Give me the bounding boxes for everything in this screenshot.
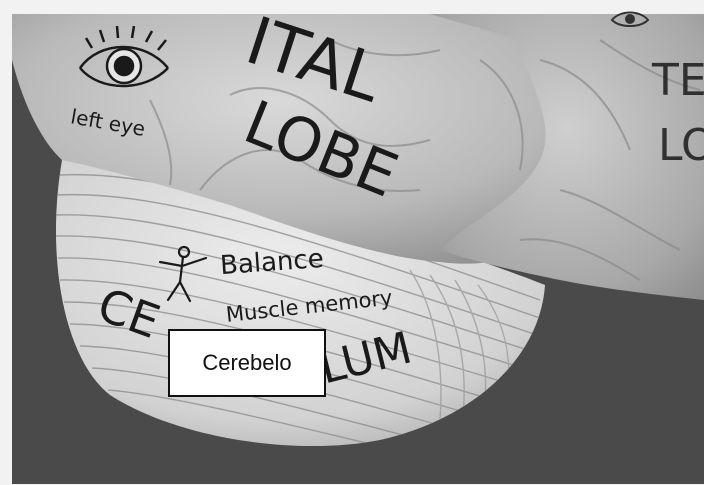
label-box-cerebelo: Cerebelo — [168, 329, 326, 397]
right-lobe-text-top: TE — [651, 55, 704, 106]
label-text: Cerebelo — [202, 350, 291, 376]
right-lobe-text-bottom: LO — [658, 120, 704, 171]
